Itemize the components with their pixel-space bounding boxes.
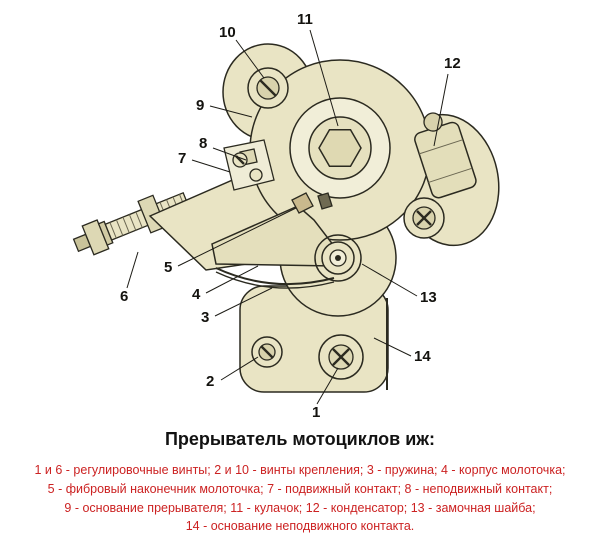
caption-line-3: 9 - основание прерывателя; 11 - кулачок;… <box>64 500 536 515</box>
leader-line-8 <box>212 147 247 161</box>
part-label-12: 12 <box>444 55 461 72</box>
lock-washer <box>314 234 362 282</box>
condenser-screw-slot-2 <box>416 210 432 226</box>
part-label-6: 6 <box>120 288 128 305</box>
part-label-14: 14 <box>414 348 431 365</box>
part-label-13: 13 <box>420 289 437 306</box>
leader-line-10 <box>235 39 265 79</box>
part-label-7: 7 <box>178 150 186 167</box>
leader-line-2 <box>220 356 259 381</box>
condenser-bands <box>419 139 473 183</box>
caption-line-4: 14 - основание неподвижного контакта. <box>185 519 415 534</box>
part-label-1: 1 <box>312 404 320 421</box>
leaf-spring <box>215 267 335 286</box>
caption-line-1: 1 и 6 - регулировочные винты; 2 и 10 - в… <box>34 463 566 477</box>
contact-screw-b <box>249 168 263 182</box>
adjust-screw-1-slot-2 <box>332 348 350 366</box>
leader-line-6 <box>126 251 139 289</box>
leader-line-9 <box>209 105 253 118</box>
part-label-5: 5 <box>164 259 172 276</box>
leader-line-5 <box>177 207 297 267</box>
mount-screw-2-slot <box>260 345 274 359</box>
part-label-11: 11 <box>297 11 313 28</box>
cam-hex-nut <box>318 129 362 167</box>
leaf-spring-2 <box>215 271 335 289</box>
leader-line-3 <box>214 287 273 317</box>
cam-follower-block <box>317 192 333 210</box>
leader-line-14 <box>373 337 412 357</box>
pivot-center <box>335 255 341 261</box>
leader-line-11 <box>309 29 339 127</box>
leader-line-13 <box>361 263 418 297</box>
leader-line-12 <box>433 73 449 147</box>
breaker-diagram-figure: 1 2 3 4 5 6 7 8 9 10 11 12 13 14 <box>72 11 500 421</box>
leader-line-1 <box>316 367 339 405</box>
diagram-svg: 1 2 3 4 5 6 7 8 9 10 11 12 13 14 <box>72 11 500 421</box>
part-label-8: 8 <box>199 135 207 152</box>
part-label-9: 9 <box>196 97 204 114</box>
leader-line-4 <box>205 265 259 294</box>
caption-line-2: 5 - фибровый наконечник молоточка; 7 - п… <box>47 481 553 496</box>
figure-caption: 1 и 6 - регулировочные винты; 2 и 10 - в… <box>0 461 600 536</box>
mount-screw-10-slot <box>259 79 277 97</box>
leader-line-7 <box>191 159 231 173</box>
part-label-2: 2 <box>206 373 214 390</box>
fibre-tip <box>291 192 314 214</box>
part-label-4: 4 <box>192 286 201 303</box>
figure-title: Прерыватель мотоциклов иж: <box>164 429 436 449</box>
part-label-10: 10 <box>219 24 236 41</box>
part-label-3: 3 <box>201 309 209 326</box>
